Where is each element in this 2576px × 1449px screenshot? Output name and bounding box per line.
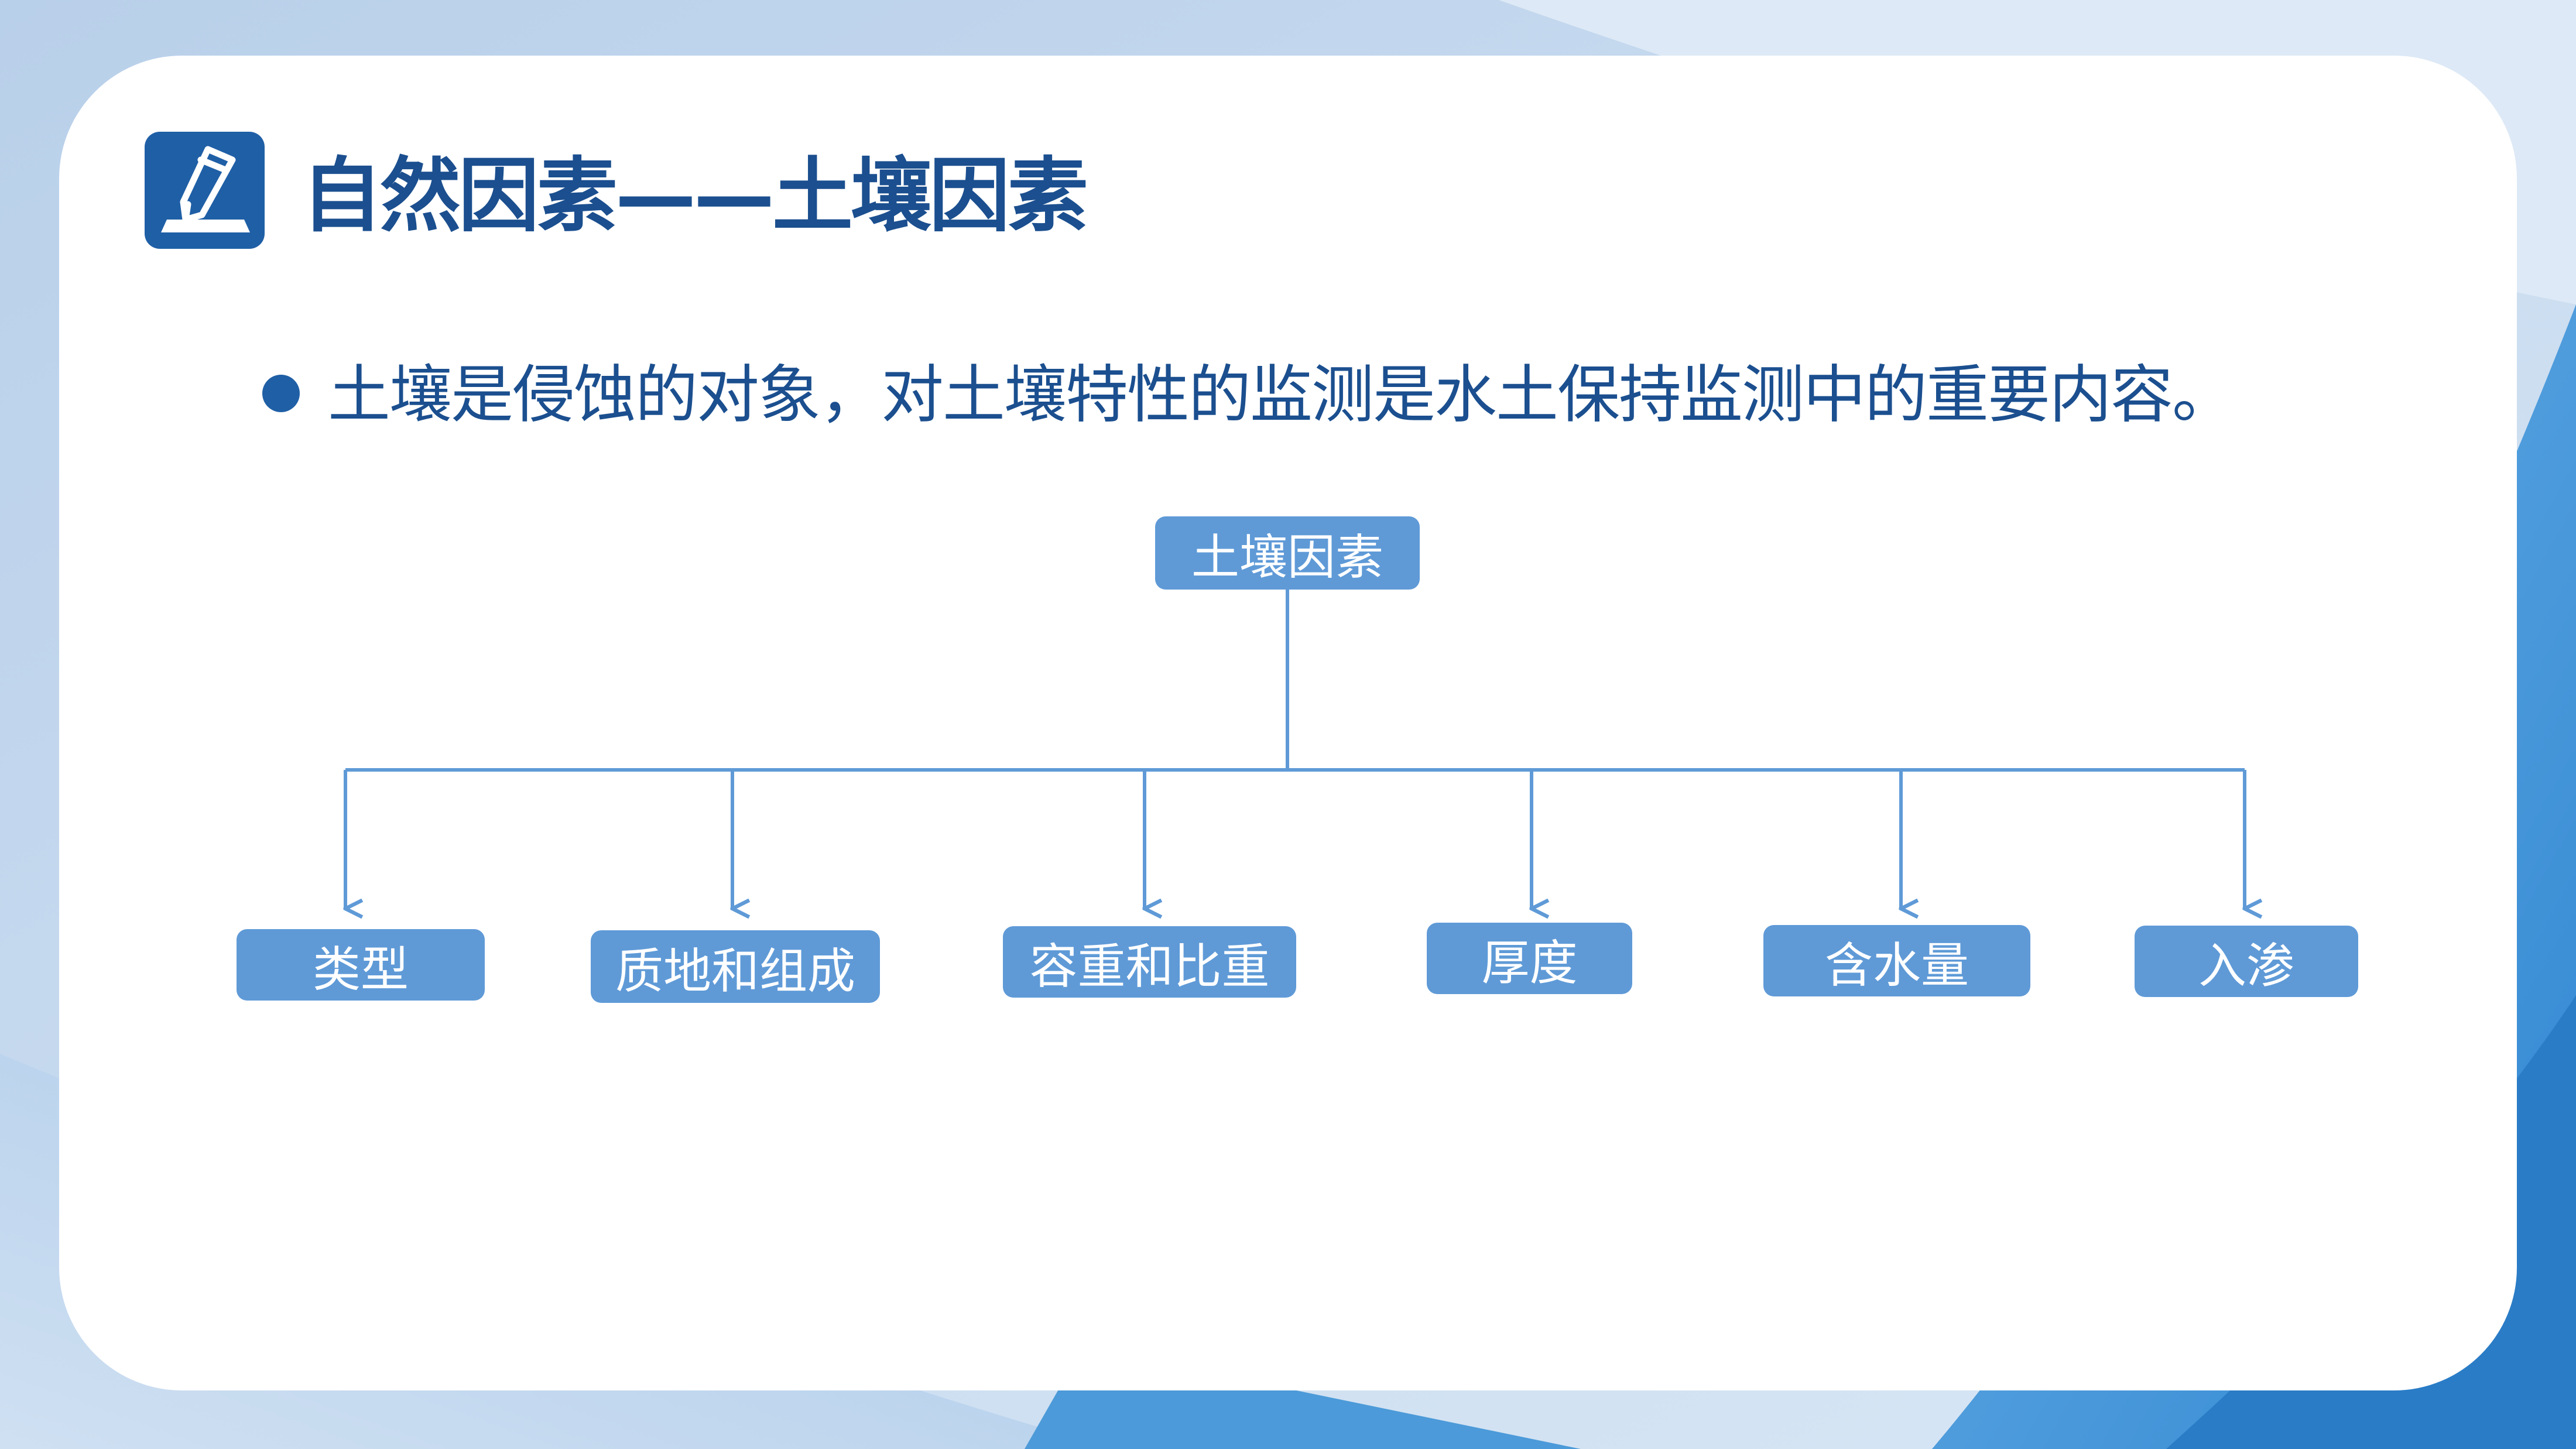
slide-title: 自然因素——土壤因素 — [302, 149, 1088, 243]
child-node-infiltration: 入渗 — [2135, 926, 2358, 997]
child-node-texture-composition: 质地和组成 — [591, 930, 880, 1003]
pencil-document-icon — [145, 132, 265, 249]
child-node-water-content: 含水量 — [1763, 925, 2030, 996]
child-node-type: 类型 — [237, 929, 485, 1001]
bullet-text: 土壤是侵蚀的对象，对土壤特性的监测是水土保持监测中的重要内容。 — [328, 359, 2235, 431]
root-node: 土壤因素 — [1155, 516, 1420, 590]
child-node-thickness: 厚度 — [1427, 923, 1632, 994]
bullet-dot-icon — [262, 375, 300, 412]
child-node-bulk-density-specific-gravity: 容重和比重 — [1003, 926, 1296, 998]
